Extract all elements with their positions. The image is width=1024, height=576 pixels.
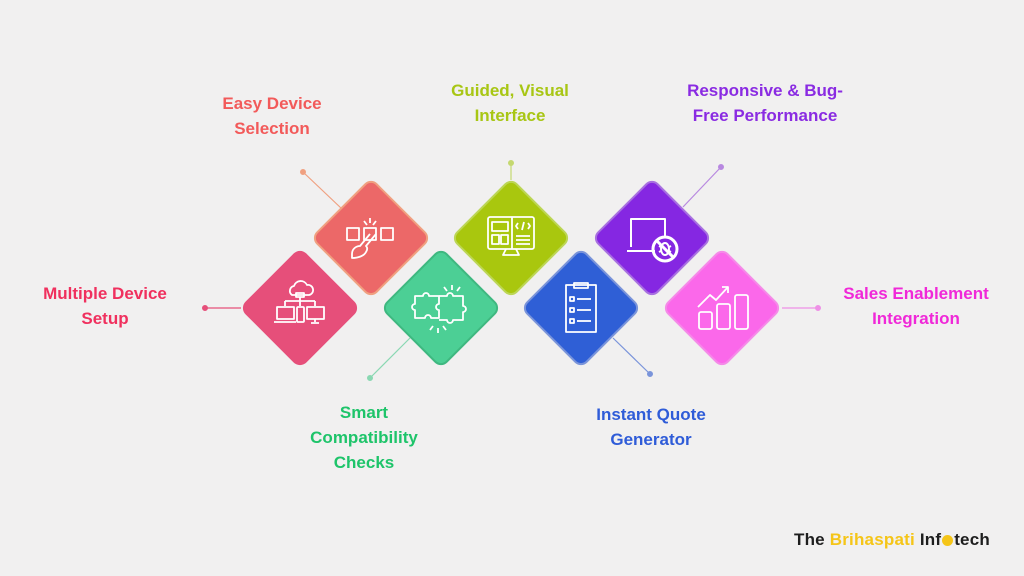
connector-smart-compatibility-checks — [367, 337, 411, 381]
label-responsive-bug-free: Responsive & Bug-Free Performance — [687, 81, 843, 125]
clipboard-list-icon — [565, 282, 597, 333]
connector-guided-visual-interface — [508, 160, 514, 180]
connector-easy-device-selection — [300, 169, 343, 210]
monitor-code-icon — [487, 216, 535, 256]
puzzle-icon — [411, 285, 467, 333]
connector-multiple-device-setup — [202, 305, 241, 311]
growth-chart-icon — [697, 286, 749, 330]
connector-responsive-bug-free — [682, 164, 724, 208]
connector-instant-quote-generator — [612, 337, 653, 377]
cloud-devices-icon — [274, 280, 325, 324]
laptop-no-bug-icon — [627, 218, 679, 263]
tap-select-icon — [346, 218, 394, 259]
globe-icon — [942, 535, 954, 546]
connector-sales-enablement — [782, 305, 821, 311]
